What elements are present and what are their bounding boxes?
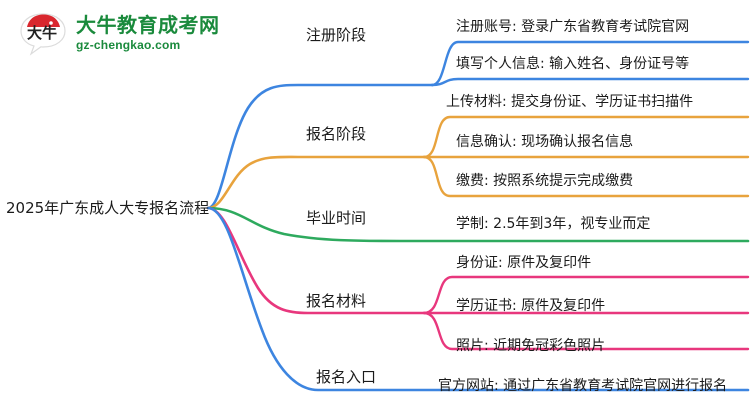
logo-text-block: 大牛教育成考网 gz-chengkao.com bbox=[76, 15, 220, 51]
leaf-label-zhaopian[interactable]: 照片: 近期免冠彩色照片 bbox=[456, 338, 606, 354]
leaf-label-guanfang-wangzhan[interactable]: 官方网站: 通过广东省教育考试院官网进行报名 bbox=[438, 378, 728, 394]
speech-bubble-logo-icon: 大牛 bbox=[18, 10, 68, 56]
branch-label-baoming-cailiao[interactable]: 报名材料 bbox=[306, 292, 367, 310]
branch-label-baoming-jieduan[interactable]: 报名阶段 bbox=[306, 125, 367, 143]
leaf-label-shangchuan-cailiao[interactable]: 上传材料: 提交身份证、学历证书扫描件 bbox=[446, 94, 694, 110]
leaf-label-xuezhi[interactable]: 学制: 2.5年到3年，视专业而定 bbox=[456, 216, 651, 232]
leaf-label-shenfenzheng[interactable]: 身份证: 原件及复印件 bbox=[456, 255, 592, 271]
leaf-label-xinxi-queren[interactable]: 信息确认: 现场确认报名信息 bbox=[456, 134, 634, 150]
branch-label-zhuce-jieduan[interactable]: 注册阶段 bbox=[306, 26, 367, 44]
root-topic[interactable]: 2025年广东成人大专报名流程 bbox=[6, 199, 210, 217]
branch-label-biye-shijian[interactable]: 毕业时间 bbox=[306, 209, 367, 227]
leaf-label-jiaofei[interactable]: 缴费: 按照系统提示完成缴费 bbox=[456, 173, 634, 189]
branch-label-baoming-rukou[interactable]: 报名入口 bbox=[316, 368, 377, 386]
leaf-label-xueli-zhengshu[interactable]: 学历证书: 原件及复印件 bbox=[456, 298, 606, 314]
logo-domain: gz-chengkao.com bbox=[76, 38, 181, 52]
svg-text:大牛: 大牛 bbox=[27, 24, 57, 42]
site-logo: 大牛 大牛教育成考网 gz-chengkao.com bbox=[18, 10, 220, 56]
leaf-label-tianxie-gerenxinxi[interactable]: 填写个人信息: 输入姓名、身份证号等 bbox=[456, 56, 690, 72]
leaf-label-zhuce-zhanghao[interactable]: 注册账号: 登录广东省教育考试院官网 bbox=[456, 19, 690, 35]
logo-title: 大牛教育成考网 bbox=[76, 13, 220, 37]
